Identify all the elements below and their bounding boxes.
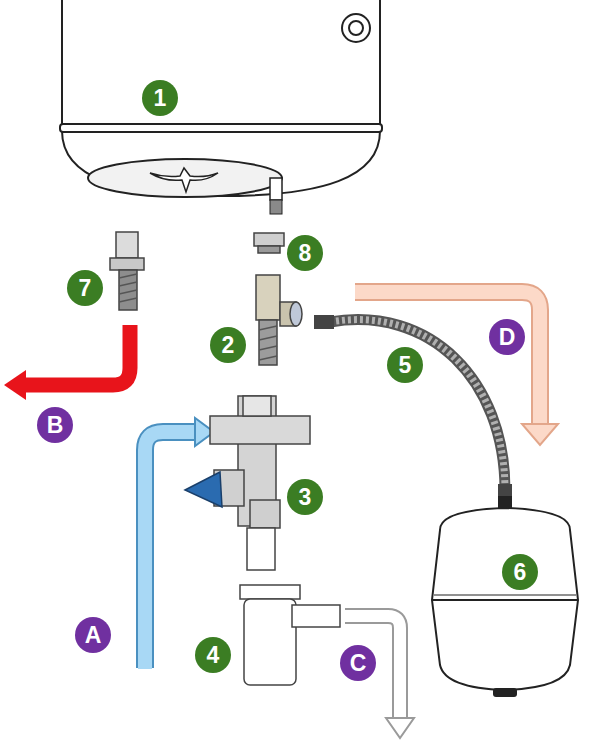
siphon [244,599,296,685]
callout-number: 3 [287,479,323,515]
dielectric-fitting [116,232,138,258]
hot-water-arrow [25,325,130,385]
hose-braid [330,320,505,490]
callout-number: 6 [502,554,538,590]
cold-water-arrow-outline [145,432,196,668]
safety-group-top [243,396,271,416]
safety-group-arms [210,416,310,444]
tee-fitting [256,275,280,320]
pipe-thread [270,200,282,214]
flow-letter: A [75,617,111,653]
vessel-valve [493,688,517,697]
fitting-thread [119,270,137,310]
flow-letter: B [37,407,73,443]
callout-number: 1 [142,80,178,116]
flow-letter: D [489,319,525,355]
heater-band [60,124,382,132]
tee-branch-end [290,302,302,326]
safety-group-lower [250,500,280,528]
thread-lines [259,326,277,360]
expansion-vessel [432,508,578,690]
vessel-seam [434,595,576,596]
heater-bottom [62,131,380,196]
nut-base [258,246,280,253]
heater-cover [88,159,282,197]
callout-number: 2 [210,327,246,363]
thermostat-dial [342,14,370,42]
thermostat-dial-inner [349,21,363,35]
vessel-seam [432,599,578,601]
valve-handle [185,472,222,507]
flow-letter: C [340,645,376,681]
callout-number: 8 [287,235,323,271]
siphon-funnel [240,585,300,599]
heater-knob [150,168,218,192]
hose-end [498,484,512,498]
thread-lines [119,274,137,302]
fitting-collar [110,258,144,270]
arrow-head [386,718,414,738]
heater-body [62,0,380,125]
callout-number: 4 [195,637,231,673]
cold-water-arrow [145,432,197,669]
hose-end [314,315,334,329]
heater-outlet-pipe [270,178,282,200]
siphon-outlet [292,605,340,627]
flow-arrow [355,292,540,426]
flexible-hose [330,320,505,490]
callout-number: 5 [387,347,423,383]
arrow-head [522,424,558,445]
tee-thread [259,320,277,365]
drain-outlet [247,528,275,570]
callout-number: 7 [67,270,103,306]
nut [254,233,284,246]
arrow-head [4,370,26,400]
